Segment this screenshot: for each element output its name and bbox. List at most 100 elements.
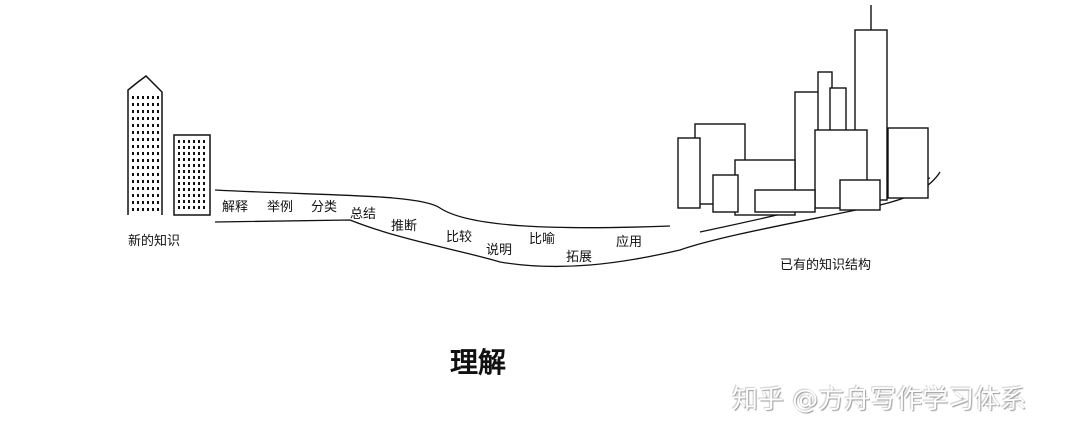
- window: [198, 200, 200, 203]
- window: [152, 103, 154, 106]
- window: [137, 103, 139, 106]
- window: [198, 158, 200, 161]
- window: [178, 146, 180, 149]
- window: [193, 206, 195, 209]
- window: [157, 117, 159, 120]
- window: [142, 201, 144, 204]
- window: [132, 208, 134, 211]
- window: [137, 173, 139, 176]
- window: [157, 145, 159, 148]
- window: [152, 110, 154, 113]
- step-label: 拓展: [566, 250, 593, 265]
- window: [152, 180, 154, 183]
- window: [188, 182, 190, 185]
- window: [183, 194, 185, 197]
- window: [147, 103, 149, 106]
- new-knowledge-buildings: [127, 75, 211, 216]
- window: [142, 180, 144, 183]
- window: [142, 96, 144, 99]
- window: [188, 170, 190, 173]
- window: [147, 194, 149, 197]
- window: [193, 152, 195, 155]
- window: [152, 131, 154, 134]
- window: [203, 182, 205, 185]
- window: [132, 166, 134, 169]
- window: [183, 182, 185, 185]
- window: [152, 187, 154, 190]
- window: [157, 103, 159, 106]
- window: [183, 140, 185, 143]
- step-label: 应用: [616, 235, 643, 250]
- window: [147, 110, 149, 113]
- window: [157, 194, 159, 197]
- window: [193, 170, 195, 173]
- window: [147, 117, 149, 120]
- window: [157, 96, 159, 99]
- window: [178, 206, 180, 209]
- window: [132, 145, 134, 148]
- window: [132, 96, 134, 99]
- window: [137, 138, 139, 141]
- window: [178, 188, 180, 191]
- window: [203, 164, 205, 167]
- window: [203, 146, 205, 149]
- window: [157, 124, 159, 127]
- window: [137, 180, 139, 183]
- window: [203, 140, 205, 143]
- window: [137, 159, 139, 162]
- window: [188, 200, 190, 203]
- step-label: 举例: [267, 200, 294, 215]
- window: [178, 194, 180, 197]
- window: [147, 187, 149, 190]
- window: [198, 170, 200, 173]
- step-label: 解释: [222, 200, 249, 215]
- window: [152, 145, 154, 148]
- window: [183, 188, 185, 191]
- window: [137, 201, 139, 204]
- window: [188, 164, 190, 167]
- window: [203, 200, 205, 203]
- window: [152, 173, 154, 176]
- window: [137, 124, 139, 127]
- window: [147, 138, 149, 141]
- window: [137, 166, 139, 169]
- window: [198, 164, 200, 167]
- window: [147, 145, 149, 148]
- window: [137, 96, 139, 99]
- window: [142, 117, 144, 120]
- window: [137, 208, 139, 211]
- window: [152, 138, 154, 141]
- window: [147, 124, 149, 127]
- new-knowledge-label: 新的知识: [128, 234, 181, 249]
- window: [157, 201, 159, 204]
- window: [142, 131, 144, 134]
- window: [157, 152, 159, 155]
- window: [147, 159, 149, 162]
- window: [147, 201, 149, 204]
- window: [137, 131, 139, 134]
- window: [193, 194, 195, 197]
- window: [132, 187, 134, 190]
- window: [183, 146, 185, 149]
- window: [152, 96, 154, 99]
- window: [142, 124, 144, 127]
- window: [142, 173, 144, 176]
- step-label: 推断: [391, 219, 418, 234]
- window: [147, 96, 149, 99]
- window: [198, 140, 200, 143]
- window: [198, 182, 200, 185]
- window: [178, 164, 180, 167]
- window: [147, 180, 149, 183]
- window: [132, 124, 134, 127]
- window: [157, 180, 159, 183]
- window: [142, 145, 144, 148]
- window: [157, 208, 159, 211]
- window: [147, 166, 149, 169]
- step-label: 分类: [311, 200, 338, 215]
- window: [157, 187, 159, 190]
- step-label: 比喻: [529, 232, 556, 247]
- window: [142, 187, 144, 190]
- existing-knowledge-label: 已有的知识结构: [780, 258, 872, 273]
